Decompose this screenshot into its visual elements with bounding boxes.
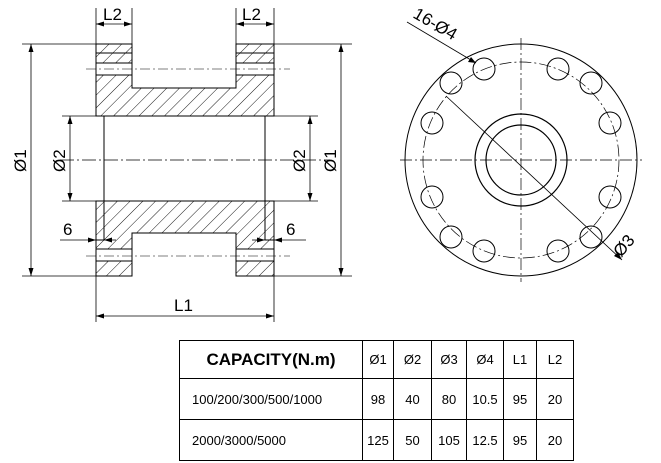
bolt-hole [439, 71, 463, 95]
cell-phi1: 125 [362, 419, 394, 461]
table-header-row: CAPACITY(N.m) Ø1 Ø2 Ø3 Ø4 L1 L2 [179, 340, 574, 379]
label-phi1-left: Ø1 [11, 149, 30, 172]
upper-hatched-wall [95, 52, 275, 117]
table-row: 100/200/300/500/1000 98 40 80 10.5 95 20 [179, 378, 574, 420]
bolt-hole [420, 185, 444, 209]
header-phi1: Ø1 [362, 340, 394, 379]
cell-phi1: 98 [362, 378, 394, 420]
cell-l2: 20 [536, 419, 574, 461]
label-l2-right: L2 [242, 5, 261, 24]
header-phi3: Ø3 [431, 340, 467, 379]
label-phi2-right: Ø2 [290, 149, 309, 172]
label-phi1-right: Ø1 [321, 149, 340, 172]
holes-leader [406, 21, 477, 64]
inner-bore [103, 115, 266, 202]
label-six-left: 6 [63, 220, 72, 239]
bolt-hole [420, 111, 444, 135]
bolt-hole [598, 111, 622, 135]
phi3-diameter-line [445, 95, 623, 261]
bolt-bore-bottom-left [95, 248, 133, 262]
cell-phi2: 50 [393, 419, 432, 461]
bolt-hole [579, 225, 603, 249]
capacity-table: CAPACITY(N.m) Ø1 Ø2 Ø3 Ø4 L1 L2 100/200/… [179, 340, 574, 461]
label-phi3: Ø3 [610, 231, 639, 261]
bolt-hole [598, 185, 622, 209]
bolt-hole [546, 239, 570, 263]
label-six-right: 6 [286, 220, 295, 239]
cell-l1: 95 [503, 419, 537, 461]
cell-phi4: 10.5 [466, 378, 504, 420]
bolt-hole [472, 239, 496, 263]
cell-phi2: 40 [393, 378, 432, 420]
cell-l2: 20 [536, 378, 574, 420]
label-phi2-left: Ø2 [50, 149, 69, 172]
header-capacity: CAPACITY(N.m) [179, 340, 363, 379]
cell-phi4: 12.5 [466, 419, 504, 461]
bolt-hole [439, 225, 463, 249]
header-phi2: Ø2 [393, 340, 432, 379]
header-l1: L1 [503, 340, 537, 379]
header-l2: L2 [536, 340, 574, 379]
bolt-hole [472, 57, 496, 81]
table-row: 2000/3000/5000 125 50 105 12.5 95 20 [179, 419, 574, 461]
cell-capacity: 100/200/300/500/1000 [179, 378, 363, 420]
bolt-hole [579, 71, 603, 95]
bolt-bore-bottom-right [235, 248, 275, 262]
cell-phi3: 105 [431, 419, 467, 461]
technical-drawing: L2 L2 Ø1 Ø2 Ø2 Ø1 6 6 L1 [11, 4, 642, 322]
bolt-holes [420, 57, 622, 263]
lower-hatched-wall [95, 200, 275, 277]
dimension-lines [22, 8, 352, 322]
section-view [60, 43, 330, 277]
header-phi4: Ø4 [466, 340, 504, 379]
bolt-hole [546, 57, 570, 81]
cell-capacity: 2000/3000/5000 [179, 419, 363, 461]
front-view [400, 21, 642, 282]
label-holes: 16-Ø4 [410, 4, 460, 44]
cell-phi3: 80 [431, 378, 467, 420]
dimension-arrows [28, 21, 344, 319]
label-l1: L1 [174, 296, 193, 315]
cell-l1: 95 [503, 378, 537, 420]
label-l2-left: L2 [103, 5, 122, 24]
